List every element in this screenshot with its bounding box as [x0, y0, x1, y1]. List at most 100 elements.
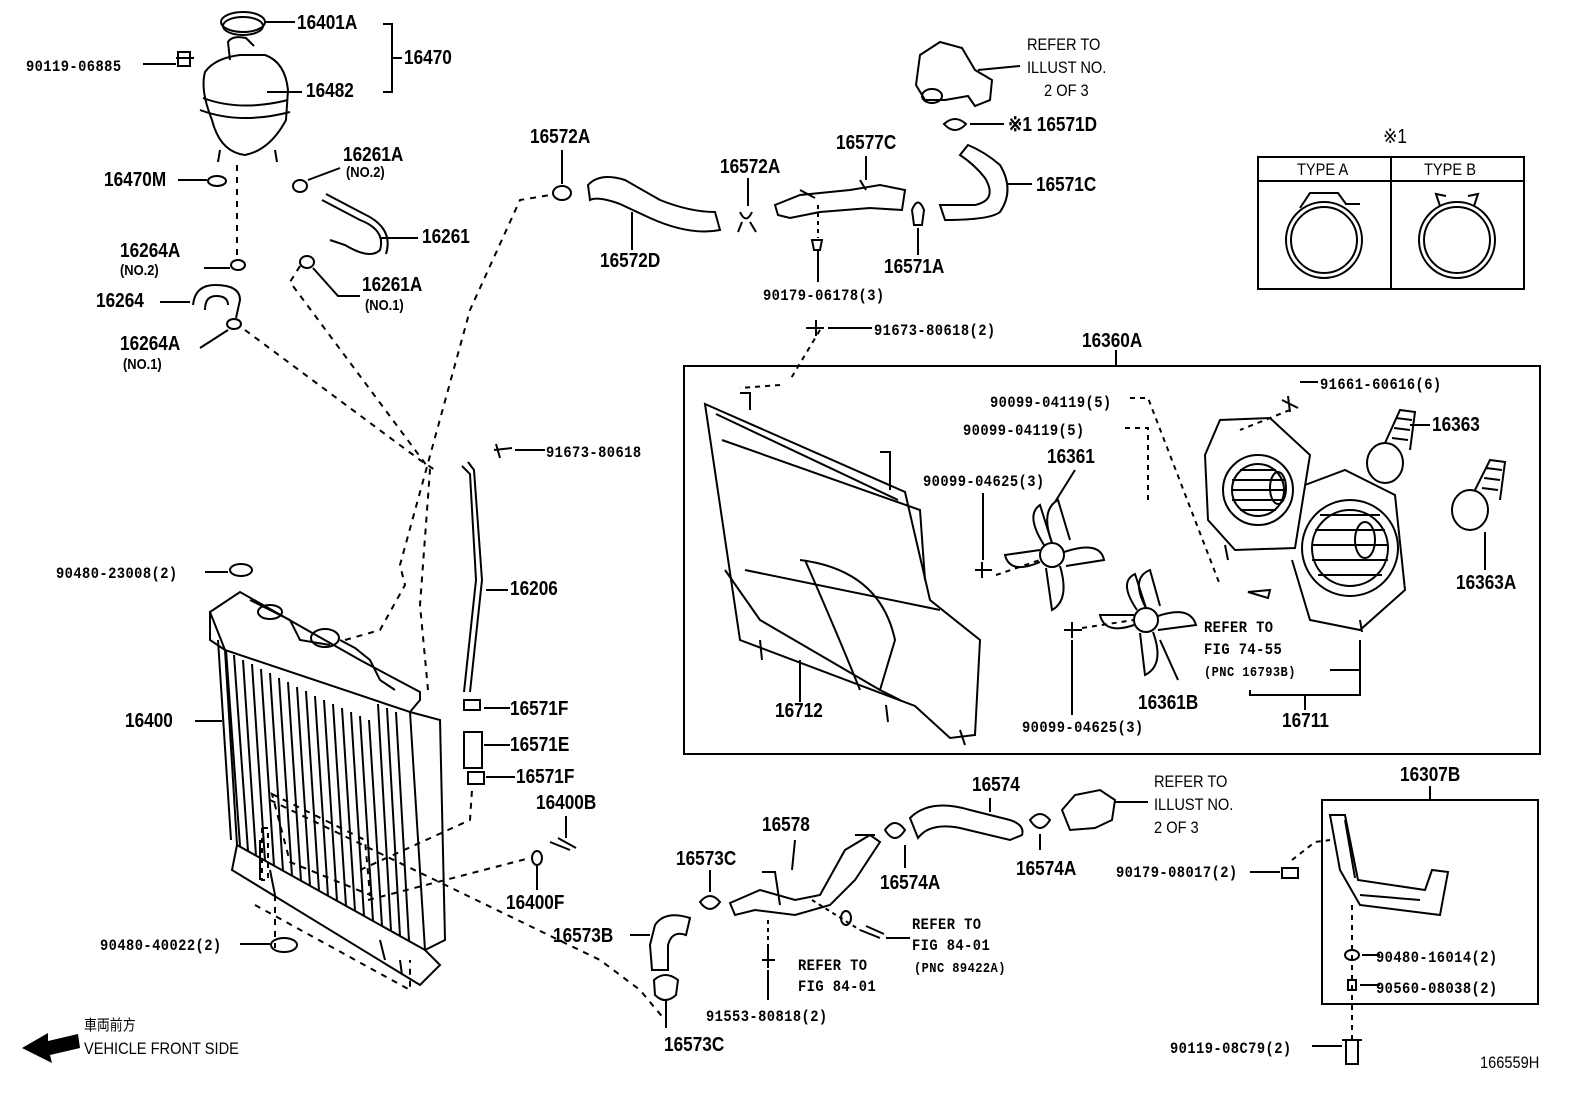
refer-illust-top-2: ILLUST NO.: [1027, 58, 1107, 77]
drain-cock-16400B: [549, 837, 577, 851]
radiator-16400: [208, 590, 447, 987]
label-90480-40022: 90480-40022(2): [100, 937, 222, 955]
label-90099-04625-a: 90099-04625(3): [923, 473, 1045, 491]
refer-illust-bot-3: 2 OF 3: [1154, 818, 1199, 837]
refer-fig74-3: (PNC 16793B): [1204, 665, 1296, 681]
cushion-16470M: [207, 175, 227, 187]
label-16571A: 16571A: [884, 256, 945, 278]
label-no1-left: (NO.1): [123, 356, 162, 373]
front-arrow: [22, 1033, 80, 1063]
cushion-90480-23008: [229, 563, 253, 577]
label-16577C: 16577C: [836, 132, 897, 154]
bracket-frame: [1321, 799, 1539, 1005]
reservoir-cap-16401A: [220, 11, 295, 33]
clamp-type-box: [1257, 156, 1525, 290]
hose-16264: [192, 283, 242, 319]
label-16573B: 16573B: [553, 925, 614, 947]
refer-illust-top-3: 2 OF 3: [1044, 81, 1089, 100]
motor-16363A: [1451, 458, 1507, 531]
label-16361: 16361: [1047, 446, 1095, 468]
label-90099-04625-b: 90099-04625(3): [1022, 719, 1144, 737]
cushion-90480-40022: [270, 937, 298, 953]
label-16363: 16363: [1432, 414, 1480, 436]
label-16264: 16264: [96, 290, 144, 312]
label-16261A-top: 16261A: [343, 144, 404, 166]
label-16572A-b: 16572A: [720, 156, 781, 178]
label-16363A: 16363A: [1456, 572, 1517, 594]
type-a-label: TYPE A: [1297, 160, 1349, 179]
clamp-16571F-b: [467, 771, 485, 785]
clamp-16264A-no1: [226, 318, 242, 330]
label-90099-04119-a: 90099-04119(5): [990, 394, 1112, 412]
label-16307B: 16307B: [1400, 764, 1461, 786]
outlet-housing-top: [914, 40, 994, 108]
label-no1-right: (NO.1): [365, 297, 404, 314]
clamp-16261A-no1: [299, 255, 315, 269]
clamp-16261A-no2: [292, 179, 308, 193]
hose-16573B: [648, 914, 692, 971]
clamp-16571A: [910, 201, 926, 226]
label-16400B: 16400B: [536, 792, 597, 814]
label-90099-04119-b: 90099-04119(5): [963, 422, 1085, 440]
type-b-label: TYPE B: [1424, 160, 1477, 179]
label-16470M: 16470M: [104, 169, 167, 191]
label-16482: 16482: [306, 80, 354, 102]
bolt-91553-80818: [762, 945, 775, 968]
label-91661-60616: 91661-60616(6): [1320, 376, 1442, 394]
bolt-90179-06178: [810, 239, 824, 251]
reservoir-tank-16482: [199, 16, 291, 163]
label-90119-08C79: 90119-08C79(2): [1170, 1040, 1292, 1058]
hose-16574: [908, 804, 1024, 842]
refer-fig84b-1: REFER TO: [912, 916, 982, 934]
front-side-jp: 車両前方: [84, 1017, 136, 1034]
bolt-90119-08C79: [1342, 1039, 1362, 1065]
refer-fig74-2: FIG 74-55: [1204, 641, 1283, 659]
refer-fig84a-1: REFER TO: [798, 957, 868, 975]
refer-illust-bot-1: REFER TO: [1154, 772, 1228, 791]
bolt-91673-80618: [493, 443, 513, 459]
pipe-16578: [728, 833, 882, 917]
label-16573C-a: 16573C: [676, 848, 737, 870]
label-16572A-a: 16572A: [530, 126, 591, 148]
label-16264A-top: 16264A: [120, 240, 181, 262]
clamp-16571F-a: [463, 699, 481, 711]
bolt-91673-80618-2: [806, 320, 824, 336]
label-90179-06178: 90179-06178(3): [763, 287, 885, 305]
nut-90179-08017: [1281, 867, 1299, 879]
label-90560-08038: 90560-08038(2): [1376, 980, 1498, 998]
type-box-mark: ※1: [1383, 126, 1407, 148]
refer-fig84b-2: FIG 84-01: [912, 937, 991, 955]
label-90480-16014: 90480-16014(2): [1376, 949, 1498, 967]
label-16573C-b: 16573C: [664, 1034, 725, 1056]
refer-illust-bot-2: ILLUST NO.: [1154, 795, 1234, 814]
label-16571F-b: 16571F: [516, 766, 575, 788]
clamp-16574A-b: [1028, 813, 1052, 829]
pipe-16577C: [773, 183, 907, 220]
clamp-16264A-no2: [230, 259, 246, 271]
clamp-16572A-a: [552, 185, 572, 201]
label-16206: 16206: [510, 578, 558, 600]
refer-illust-top-1: REFER TO: [1027, 35, 1101, 54]
hose-16571C: [938, 143, 1009, 222]
clamp-16573C-b: [652, 974, 680, 1001]
fan-16361B: [1098, 568, 1198, 677]
clamp-16571D: [942, 118, 968, 131]
label-91553-80818: 91553-80818(2): [706, 1008, 828, 1026]
clamp-16573C-a: [698, 895, 722, 910]
label-16264A-bot: 16264A: [120, 333, 181, 355]
front-side-en: VEHICLE FRONT SIDE: [84, 1039, 239, 1058]
label-16470: 16470: [404, 47, 452, 69]
label-91673-80618: 91673-80618: [546, 444, 642, 462]
label-16571C: 16571C: [1036, 174, 1097, 196]
label-16574A-a: 16574A: [880, 872, 941, 894]
oring-16400F: [531, 850, 543, 866]
hose-16571E: [463, 731, 483, 769]
bolt-91661-60616: [1281, 395, 1299, 413]
refer-fig84a-2: FIG 84-01: [798, 978, 877, 996]
label-16571F-a: 16571F: [510, 698, 569, 720]
label-16578: 16578: [762, 814, 810, 836]
label-16712: 16712: [775, 700, 823, 722]
label-16711: 16711: [1282, 710, 1329, 732]
label-90119-06885: 90119-06885: [26, 58, 122, 76]
